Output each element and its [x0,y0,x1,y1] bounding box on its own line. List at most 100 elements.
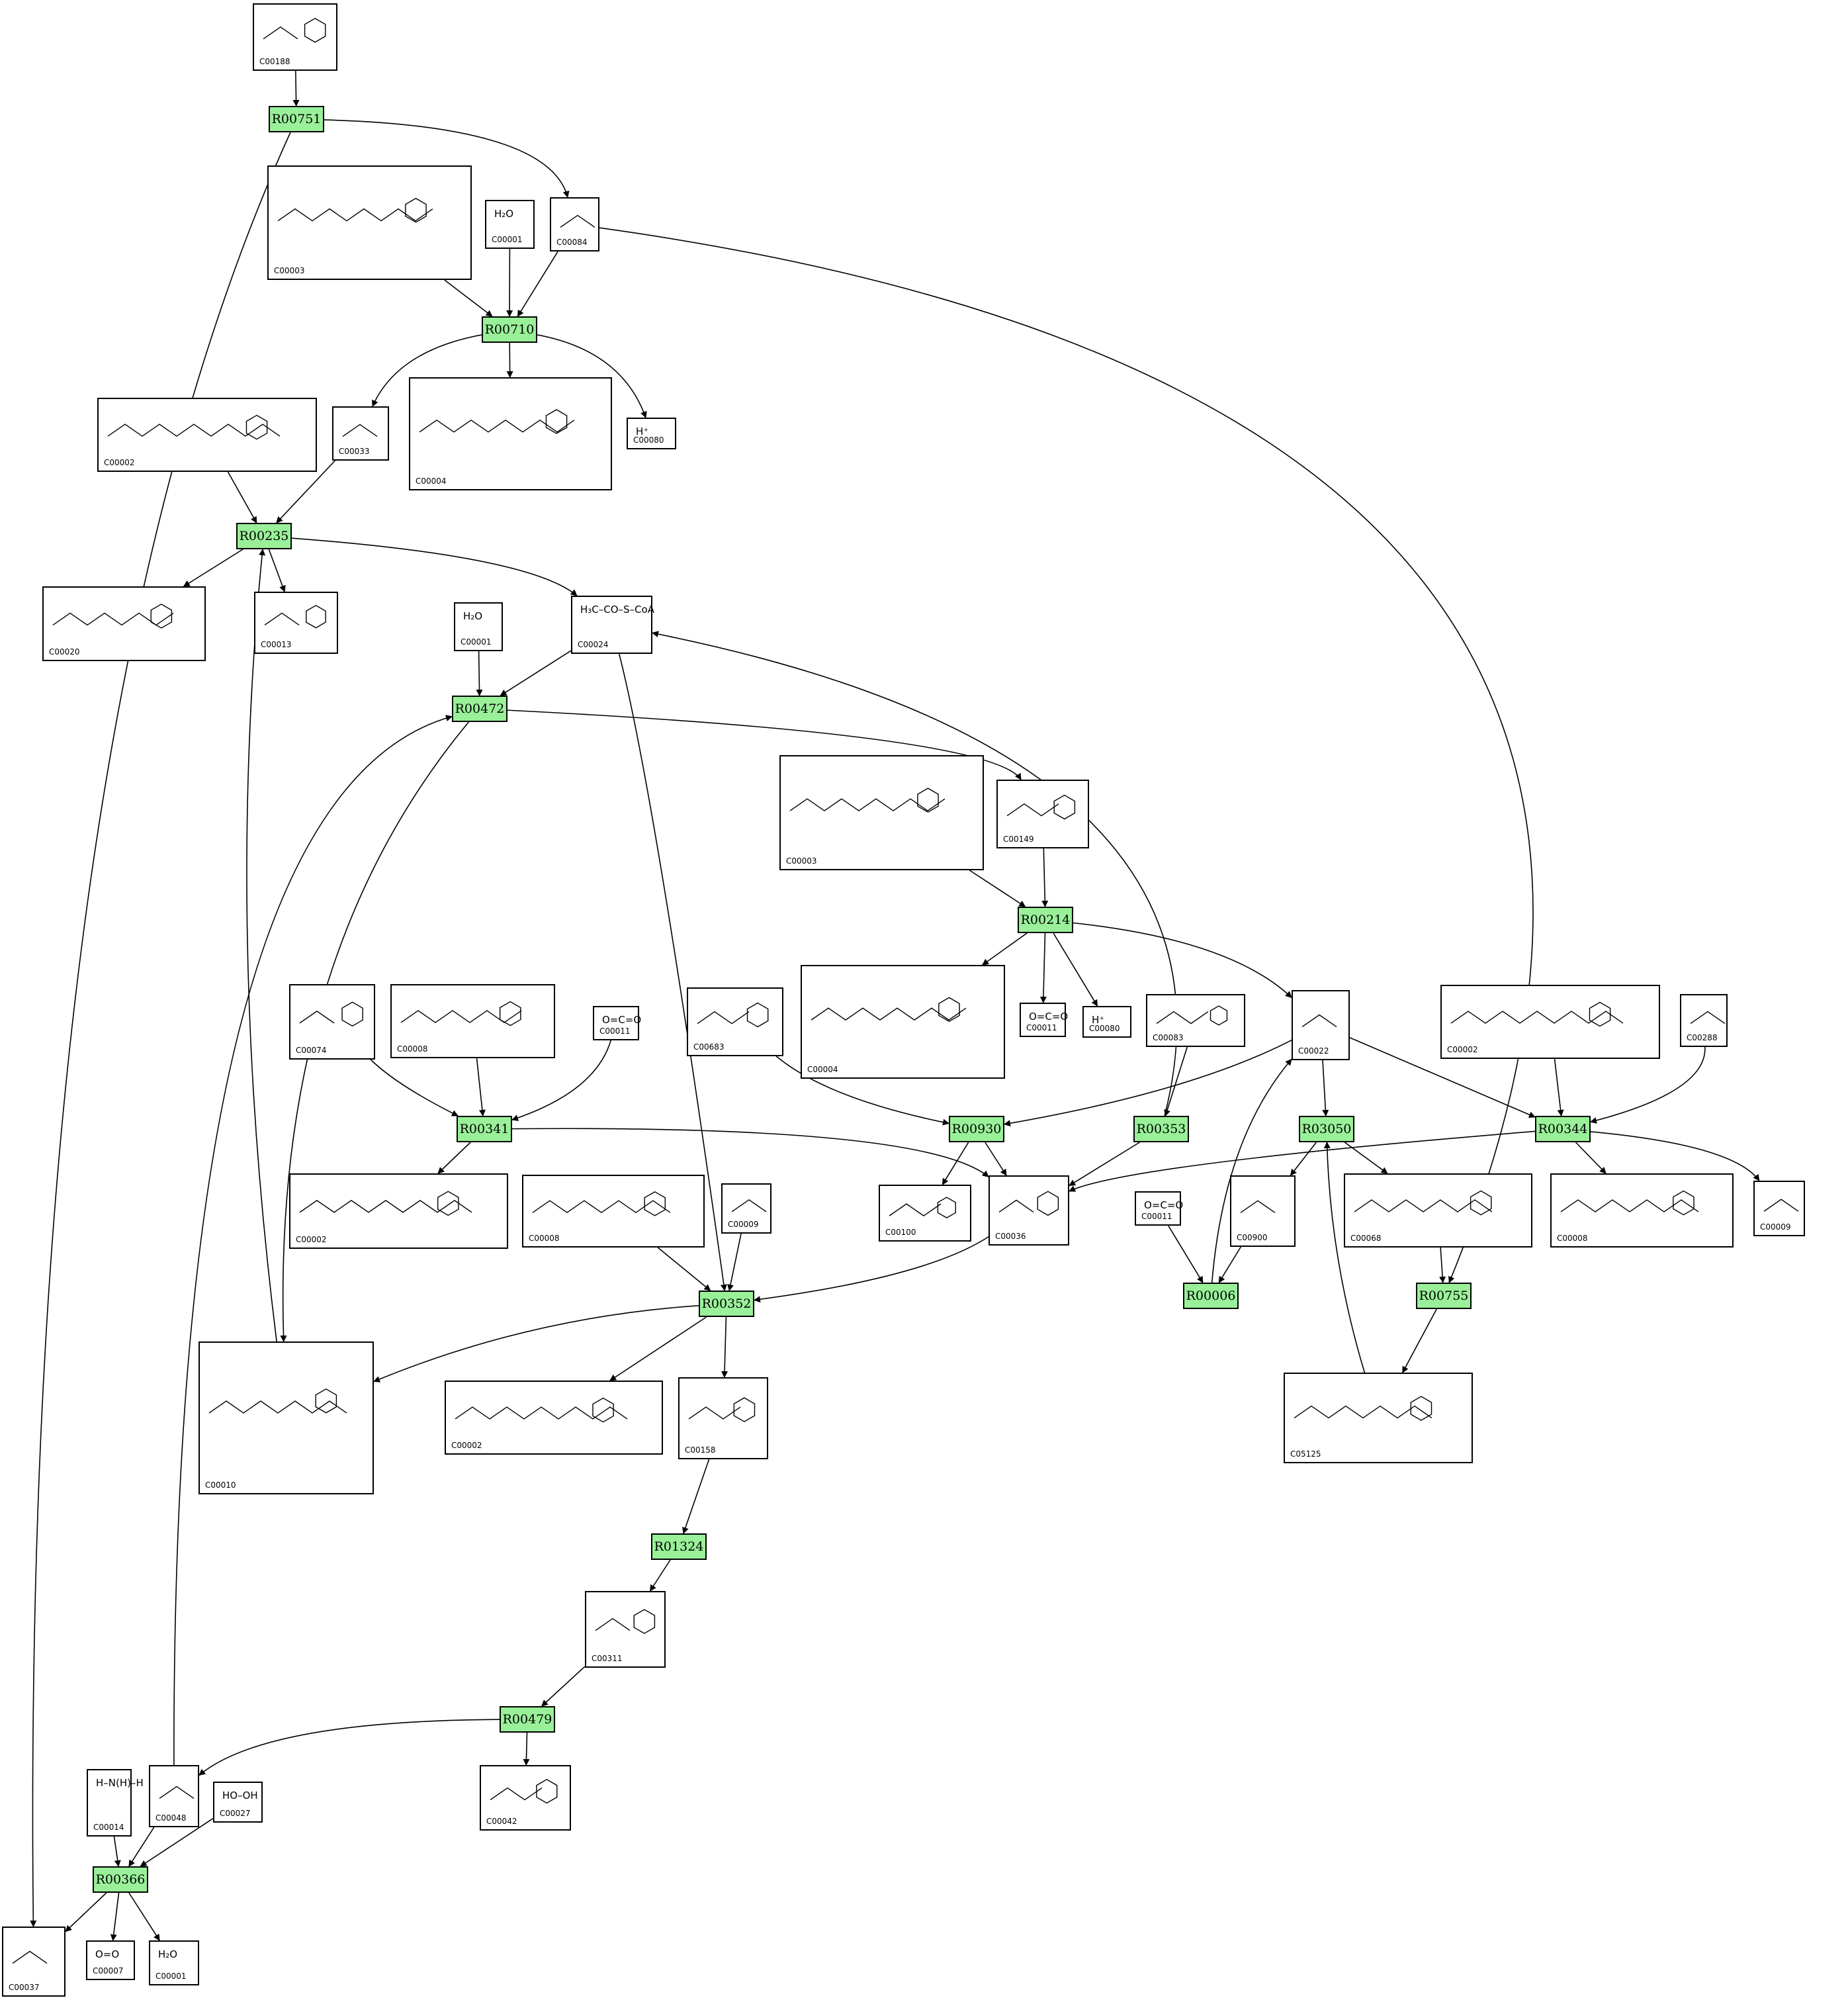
edge-c2b-to-R00344 [1554,1058,1564,1116]
compound-c00002[interactable]: C00002 [445,1381,663,1455]
compound-c05125[interactable]: C05125 [1284,1373,1473,1463]
compound-c00068[interactable]: C00068 [1344,1173,1532,1248]
compound-id: C00001 [461,637,492,647]
compound-c00074[interactable]: C00074 [289,984,375,1060]
edge-c84-to-R00710 [517,251,558,317]
compound-c00158[interactable]: C00158 [678,1377,768,1459]
reaction-r00235[interactable]: R00235 [236,523,292,549]
reaction-r00006[interactable]: R00006 [1183,1283,1239,1309]
compound-c00009[interactable]: C00009 [1753,1181,1805,1236]
compound-id: C00080 [1089,1024,1120,1033]
structure-drawing [1006,794,1076,820]
compound-c00083[interactable]: C00083 [1146,994,1245,1047]
edge-c74-to-R00341 [370,1059,459,1116]
edge-R00755-to-c5125 [1402,1308,1437,1373]
compound-id: C00311 [592,1654,623,1663]
compound-c00288[interactable]: C00288 [1680,994,1728,1047]
structure-drawing [731,1199,767,1212]
compound-c00149[interactable]: C00149 [996,780,1089,848]
compound-c00084[interactable]: C00084 [550,197,599,251]
compound-c00900[interactable]: C00900 [1230,1175,1296,1247]
compound-id: C00033 [339,447,370,456]
reaction-r00366[interactable]: R00366 [93,1866,148,1893]
compound-c00683[interactable]: C00683 [687,987,783,1056]
compound-id: C00020 [49,647,80,657]
reaction-r00755[interactable]: R00755 [1416,1283,1472,1309]
edge-c11c-to-R00006 [1168,1225,1204,1283]
compound-c00037[interactable]: C00037 [2,1927,66,1997]
compound-c00013[interactable]: C00013 [254,592,338,654]
edge-c3b-to-R00214 [969,870,1026,907]
compound-c00008[interactable]: C00008 [390,984,555,1058]
compound-id: C00083 [1153,1033,1184,1042]
compound-c00004[interactable]: C00004 [409,377,612,490]
compound-c00003[interactable]: C00003 [267,165,472,280]
reaction-r00344[interactable]: R00344 [1535,1116,1591,1142]
compound-c00020[interactable]: C00020 [42,586,206,661]
reaction-r00214[interactable]: R00214 [1018,907,1073,933]
structure-drawing [595,1609,656,1634]
edge-R00341-to-c36 [511,1128,989,1177]
reaction-r00710[interactable]: R00710 [482,316,537,343]
compound-c00002[interactable]: C00002 [97,398,317,472]
compound-c00100[interactable]: C00100 [879,1185,971,1242]
compound-c00036[interactable]: C00036 [989,1175,1069,1246]
compound-c00004[interactable]: C00004 [801,965,1005,1079]
compound-id: C00900 [1237,1233,1268,1242]
edge-c68-to-R00755 [1439,1247,1446,1283]
edge-R00214-to-c80b [1053,932,1098,1007]
reaction-r03050[interactable]: R03050 [1299,1116,1354,1142]
edge-R00352-to-c2d [609,1316,707,1381]
structure-drawing [299,1001,363,1027]
compound-c00048[interactable]: C00048 [149,1765,199,1827]
compound-c00002[interactable]: C00002 [289,1173,508,1249]
compound-c00008[interactable]: C00008 [522,1175,705,1248]
compound-c00010[interactable]: C00010 [198,1341,374,1494]
structure-drawing [1560,1190,1699,1216]
reaction-r00352[interactable]: R00352 [699,1291,754,1317]
reaction-r00479[interactable]: R00479 [500,1706,555,1733]
compound-id: C00004 [807,1065,838,1074]
reaction-r01324[interactable]: R01324 [651,1533,707,1560]
compound-id: C00100 [885,1228,916,1237]
compound-id: C00158 [685,1445,716,1455]
compound-c00003[interactable]: C00003 [779,755,984,870]
compound-id: C00048 [155,1813,187,1823]
compound-c00009[interactable]: C00009 [721,1183,771,1234]
reaction-r00341[interactable]: R00341 [457,1116,512,1142]
structure-drawing [1763,1199,1799,1212]
reaction-r00472[interactable]: R00472 [452,696,507,722]
edge-c48-to-R00366 [128,1827,155,1867]
compound-c00008[interactable]: C00008 [1550,1173,1734,1248]
compound-c00080[interactable]: H⁺C00080 [1082,1006,1131,1038]
structure-drawing [789,788,946,813]
compound-c00002[interactable]: C00002 [1440,985,1660,1059]
compound-id: C00001 [492,235,523,244]
compound-formula: O=C=O [602,1014,642,1026]
compound-c00042[interactable]: C00042 [480,1765,571,1831]
compound-c00188[interactable]: C00188 [253,3,337,71]
compound-c00033[interactable]: C00033 [332,406,389,461]
compound-c00311[interactable]: C00311 [585,1591,666,1668]
edge-R00366-to-c37 [65,1892,107,1932]
reaction-r00353[interactable]: R00353 [1133,1116,1189,1142]
structure-drawing [107,414,281,440]
compound-formula: H⁺ [1092,1014,1105,1026]
reaction-r00751[interactable]: R00751 [269,106,324,132]
compound-c00080[interactable]: H⁺C00080 [627,418,676,449]
compound-id: C00013 [261,640,292,649]
edge-R00214-to-c4b [982,932,1028,966]
compound-c00022[interactable]: C00022 [1292,990,1350,1060]
reaction-r00930[interactable]: R00930 [949,1116,1004,1142]
